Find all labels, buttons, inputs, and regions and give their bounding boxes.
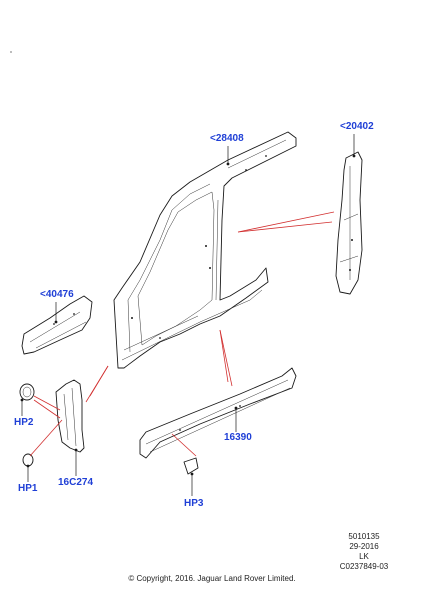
- hinge-pillar-reinforcement[interactable]: [21, 295, 93, 355]
- callout-40476[interactable]: <40476: [40, 289, 74, 300]
- callout-28408[interactable]: <28408: [210, 133, 244, 144]
- hp3-pad[interactable]: [183, 457, 199, 475]
- callout-16390[interactable]: 16390: [224, 432, 252, 443]
- stray-dot: [10, 51, 12, 53]
- hp2-plug[interactable]: [19, 383, 35, 401]
- callout-20402[interactable]: <20402: [340, 121, 374, 132]
- ref-illustration-id: C0237849-03: [339, 562, 389, 571]
- sill-panel[interactable]: [139, 367, 297, 459]
- ref-date: 29-2016: [349, 542, 379, 551]
- body-side-panel[interactable]: [113, 131, 297, 369]
- leader-lines: [29, 211, 335, 457]
- rear-pillar-panel[interactable]: [335, 151, 363, 295]
- lower-pillar-bracket[interactable]: [55, 379, 85, 453]
- ref-number: 5010135: [348, 532, 380, 541]
- callout-16c274[interactable]: 16C274: [58, 477, 94, 488]
- callout-hp3[interactable]: HP3: [184, 498, 204, 509]
- callout-hp2[interactable]: HP2: [14, 417, 34, 428]
- ref-code: LK: [359, 552, 369, 561]
- hp1-plug[interactable]: [22, 453, 34, 467]
- reference-block: 5010135 29-2016 LK C0237849-03: [336, 532, 392, 572]
- copyright-text: © Copyright, 2016. Jaguar Land Rover Lim…: [128, 574, 296, 583]
- callout-pins: [20, 134, 356, 496]
- callout-hp1[interactable]: HP1: [18, 483, 38, 494]
